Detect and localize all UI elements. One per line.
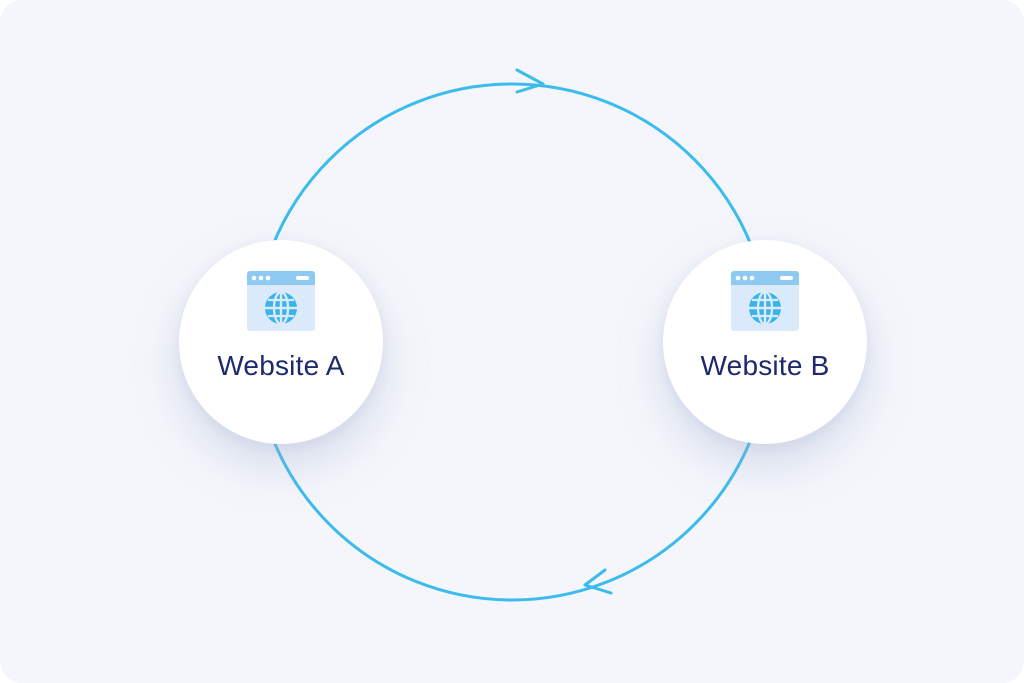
node-label-website-a: Website A [217,350,345,381]
node-label-website-b: Website B [700,350,830,381]
browser-globe-icon [247,271,315,331]
node-website-a: Website A [179,240,383,444]
node-website-b: Website B [663,240,867,444]
browser-globe-icon [731,271,799,331]
arrowhead-bottom [583,568,613,595]
arrowhead-top [515,68,545,94]
